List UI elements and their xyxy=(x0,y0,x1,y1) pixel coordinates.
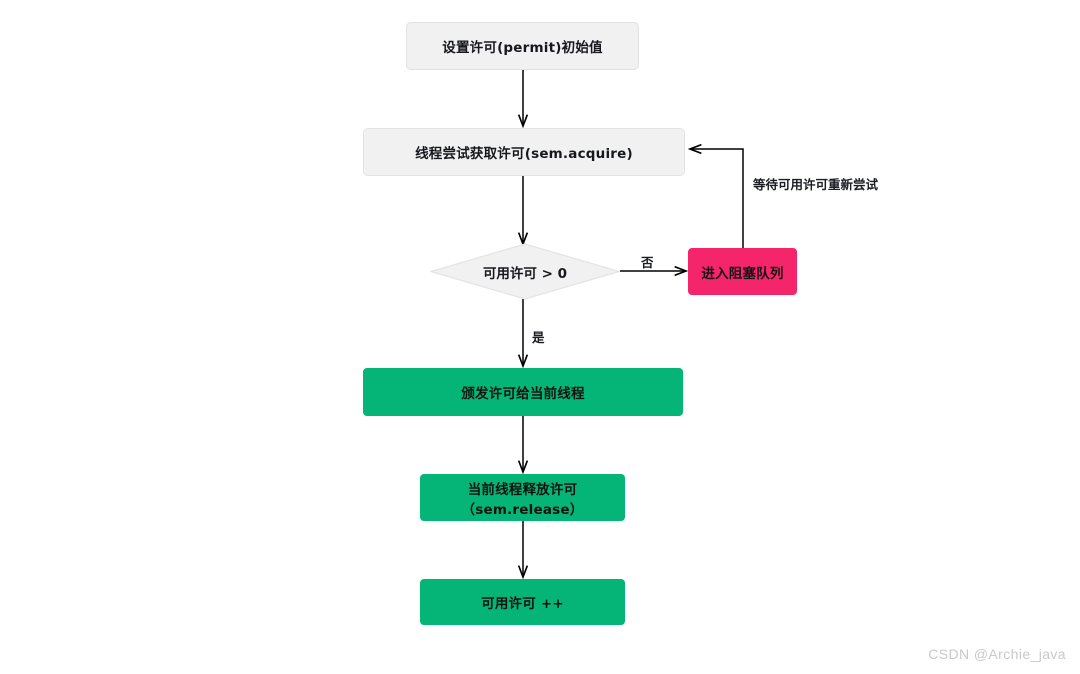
node-label: 当前线程释放许可（sem.release） xyxy=(461,481,584,518)
diamond-shape xyxy=(430,243,620,300)
node-grant-permit[interactable]: 颁发许可给当前线程 xyxy=(363,368,683,416)
edge-label-retry-loop: 等待可用许可重新尝试 xyxy=(753,177,879,192)
edge-label-no: 否 xyxy=(641,255,654,270)
node-set-initial-permit[interactable]: 设置许可(permit)初始值 xyxy=(406,22,639,70)
csdn-watermark: CSDN @Archie_java xyxy=(928,646,1066,662)
node-label: 颁发许可给当前线程 xyxy=(461,386,585,402)
node-thread-acquire[interactable]: 线程尝试获取许可(sem.acquire) xyxy=(363,128,685,176)
node-label: 进入阻塞队列 xyxy=(701,265,784,282)
node-label: 可用许可 > 0 xyxy=(482,265,568,282)
node-decision-permits-available[interactable]: 可用许可 > 0 xyxy=(430,243,620,300)
edge-label-yes: 是 xyxy=(532,330,545,345)
node-label: 设置许可(permit)初始值 xyxy=(442,40,603,56)
node-label: 可用许可 ++ xyxy=(481,596,564,612)
edge-n4-n2-retry xyxy=(690,149,744,248)
node-release-permit[interactable]: 当前线程释放许可（sem.release） xyxy=(420,474,625,521)
node-increment-permit[interactable]: 可用许可 ++ xyxy=(420,579,625,625)
node-label: 线程尝试获取许可(sem.acquire) xyxy=(415,146,633,162)
node-enter-blocking-queue[interactable]: 进入阻塞队列 xyxy=(688,248,797,295)
